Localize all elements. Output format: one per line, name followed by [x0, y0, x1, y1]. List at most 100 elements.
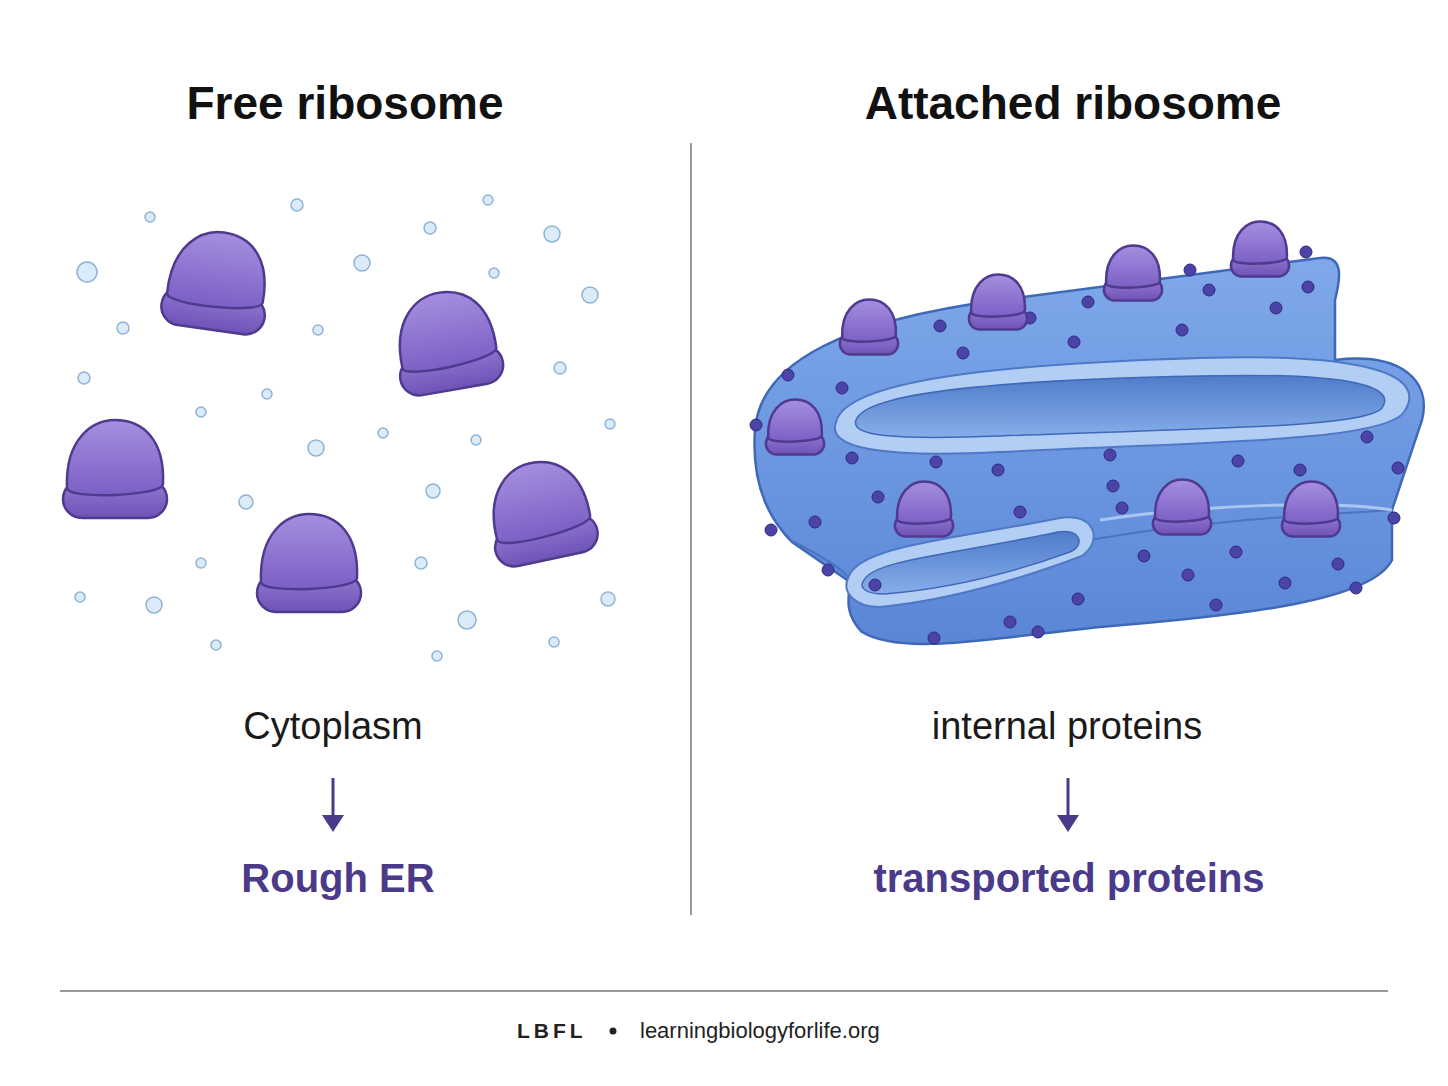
large-subunit — [166, 226, 272, 314]
granule — [782, 369, 794, 381]
ribosome — [969, 275, 1027, 330]
bubble — [262, 389, 272, 399]
ribosome — [895, 482, 953, 537]
bubble — [78, 372, 90, 384]
bubble — [489, 268, 499, 278]
ribosome — [159, 225, 276, 337]
location-label: Cytoplasm — [243, 706, 423, 748]
granule — [1014, 506, 1026, 518]
ribosome — [840, 300, 898, 355]
bubble — [239, 495, 253, 509]
ribosome — [1153, 480, 1211, 535]
rough-er-illustration — [754, 258, 1423, 644]
granule — [1350, 582, 1362, 594]
bubble — [196, 558, 206, 568]
panel-divider — [690, 143, 692, 915]
granule — [1230, 546, 1242, 558]
granule — [765, 524, 777, 536]
panel-heading: Attached ribosome — [865, 78, 1282, 129]
granule — [1210, 599, 1222, 611]
granule — [1107, 480, 1119, 492]
bubble — [554, 362, 566, 374]
granule — [1104, 449, 1116, 461]
bubble — [146, 597, 162, 613]
granule — [1004, 616, 1016, 628]
large-subunit — [1284, 482, 1338, 524]
granule — [934, 320, 946, 332]
bubble — [354, 255, 370, 271]
bubble — [458, 611, 476, 629]
free-ribosomes — [63, 225, 601, 612]
bubble — [544, 226, 560, 242]
granule — [1182, 569, 1194, 581]
bubble — [211, 640, 221, 650]
bubble — [432, 651, 442, 661]
granule — [1388, 512, 1400, 524]
ribosome — [1231, 222, 1289, 277]
granule — [1300, 246, 1312, 258]
granule — [1072, 593, 1084, 605]
bubble — [426, 484, 440, 498]
ribosome — [63, 420, 167, 518]
granule — [1392, 462, 1404, 474]
bubble — [378, 428, 388, 438]
granule — [1332, 558, 1344, 570]
bubble — [549, 637, 559, 647]
bubble — [415, 557, 427, 569]
granule — [869, 579, 881, 591]
granule — [846, 452, 858, 464]
granule — [1082, 296, 1094, 308]
granule — [750, 419, 762, 431]
granule — [1279, 577, 1291, 589]
large-subunit — [897, 482, 951, 524]
bubble — [483, 195, 493, 205]
flow-arrow — [322, 778, 344, 832]
site-url: learningbiologyforlife.org — [640, 1019, 880, 1043]
granule — [1176, 324, 1188, 336]
flow-arrow — [1057, 778, 1079, 832]
granule — [1184, 264, 1196, 276]
large-subunit — [67, 420, 163, 495]
large-subunit — [261, 514, 357, 589]
granule — [1294, 464, 1306, 476]
granule — [957, 347, 969, 359]
bubble — [75, 592, 85, 602]
granule — [928, 632, 940, 644]
footer-rule — [60, 990, 1388, 992]
granule — [1068, 336, 1080, 348]
bubble — [308, 440, 324, 456]
granule — [1302, 281, 1314, 293]
bubble — [582, 287, 598, 303]
bubble — [291, 199, 303, 211]
protein-type-label: transported proteins — [873, 856, 1264, 900]
bubble — [424, 222, 436, 234]
bubble — [601, 592, 615, 606]
granule — [1270, 302, 1282, 314]
granule — [1032, 626, 1044, 638]
bubble — [471, 435, 481, 445]
granule — [809, 516, 821, 528]
location-label: internal proteins — [932, 706, 1202, 748]
bubble — [117, 322, 129, 334]
large-subunit — [1155, 480, 1209, 522]
ribosome — [387, 284, 506, 399]
protein-type-label: Rough ER — [241, 856, 434, 900]
bubble — [313, 325, 323, 335]
large-subunit — [391, 285, 499, 376]
large-subunit — [1106, 246, 1160, 288]
granule — [1203, 284, 1215, 296]
ribosome — [257, 514, 361, 612]
large-subunit — [483, 453, 593, 547]
separator-dot — [610, 1028, 617, 1035]
bubble — [77, 262, 97, 282]
ribosome — [479, 452, 601, 569]
large-subunit — [768, 400, 822, 442]
large-subunit — [842, 300, 896, 342]
granule — [1232, 455, 1244, 467]
granule — [1116, 502, 1128, 514]
bubble — [605, 419, 615, 429]
site-logo: LBFL — [517, 1019, 587, 1042]
cytoplasm-bubbles — [75, 195, 615, 661]
